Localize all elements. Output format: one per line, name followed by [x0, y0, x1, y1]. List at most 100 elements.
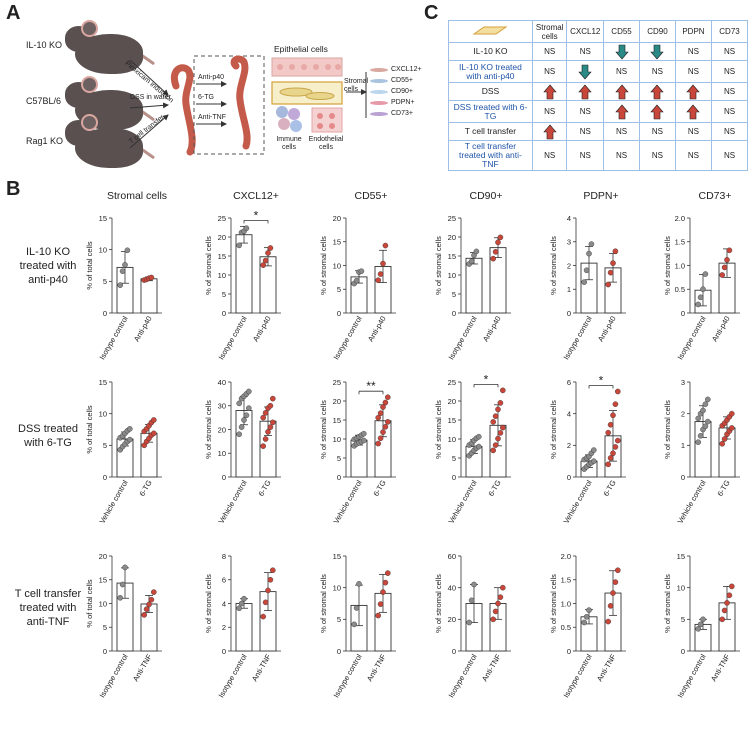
table-row-label: T cell transfer treated with anti-TNF: [448, 140, 533, 171]
y-tick-label: 0: [103, 473, 107, 482]
y-tick-label: 0: [567, 647, 571, 656]
data-point: [265, 587, 271, 594]
data-point: [586, 607, 592, 613]
data-point: [236, 605, 242, 612]
y-tick-label: 3: [567, 238, 571, 247]
y-tick-label: 15: [333, 552, 341, 561]
y-tick-label: 10: [333, 435, 341, 444]
y-tick-label: 15: [218, 252, 226, 261]
marker-cd90-label: CD90+: [391, 88, 413, 95]
marker-cd55-label: CD55+: [391, 77, 413, 84]
y-tick-label: 0.5: [561, 623, 571, 632]
arrow-label-dss: DSS in water: [130, 94, 171, 101]
data-point: [382, 424, 389, 430]
y-axis-label: % of stromal cells: [434, 236, 443, 295]
y-tick-label: 25: [448, 214, 456, 223]
y-tick-label: 5: [222, 290, 226, 299]
data-point: [238, 600, 245, 607]
data-point: [360, 437, 367, 444]
data-point: [375, 277, 382, 284]
y-axis-label: % of stromal cells: [319, 400, 328, 459]
y-tick-label: 6: [567, 378, 571, 387]
y-tick-label: 10: [99, 409, 107, 418]
data-point: [117, 282, 123, 288]
data-point: [468, 258, 475, 265]
y-tick-label: 2: [222, 623, 226, 632]
x-tick-label: Anti-p40: [481, 315, 503, 344]
y-axis-label: % of stromal cells: [663, 574, 672, 633]
data-point: [726, 592, 733, 599]
panel-letter-a: A: [6, 2, 21, 24]
y-tick-label: 5: [452, 454, 456, 463]
y-axis-label: % of stromal cells: [434, 574, 443, 633]
data-point: [375, 414, 382, 421]
y-tick-label: 6: [222, 576, 226, 585]
data-point: [382, 579, 389, 586]
x-tick-label: Isotype control: [332, 652, 364, 699]
x-tick-label: Anti-TNF: [250, 652, 273, 683]
data-point: [384, 570, 391, 576]
marker-pdpn-label: PDPN+: [391, 99, 415, 106]
y-tick-label: 5: [337, 454, 341, 463]
y-tick-label: 20: [333, 397, 341, 406]
data-point: [495, 600, 501, 607]
x-tick-label: 6-TG: [715, 478, 731, 497]
y-tick-label: 30: [218, 402, 226, 411]
data-point: [267, 245, 274, 251]
x-tick-label: Vehicle control: [447, 478, 479, 525]
data-point: [490, 616, 497, 623]
y-tick-label: 10: [333, 261, 341, 270]
data-point: [262, 436, 269, 442]
data-point: [497, 234, 504, 241]
data-point: [615, 437, 621, 444]
y-tick-label: 1: [567, 285, 571, 294]
data-point: [605, 618, 612, 625]
data-point: [612, 401, 619, 407]
y-tick-label: 25: [333, 378, 341, 387]
data-point: [466, 619, 473, 626]
y-tick-label: 15: [448, 252, 456, 261]
y-tick-label: 10: [218, 449, 226, 458]
data-point: [148, 596, 155, 603]
marker-cxcl12-label: CXCL12+: [391, 66, 422, 73]
data-point: [490, 255, 497, 262]
y-tick-label: 15: [99, 576, 107, 585]
data-point: [605, 429, 612, 436]
data-point: [475, 443, 482, 450]
data-point: [607, 603, 614, 609]
data-point: [719, 616, 726, 623]
data-point: [267, 424, 274, 430]
y-tick-label: 0: [222, 309, 226, 318]
panel-a-arrows: [129, 55, 367, 156]
y-tick-label: 1.5: [561, 576, 571, 585]
data-point: [695, 439, 702, 445]
column-title: CD55+: [354, 190, 388, 202]
data-point: [236, 400, 242, 407]
table-cell-ns: NS: [639, 140, 676, 171]
data-point: [702, 423, 709, 430]
data-point: [492, 442, 499, 448]
row-label-line: anti-TNF: [26, 616, 70, 628]
data-point: [377, 435, 384, 442]
y-tick-label: 5: [103, 441, 107, 450]
data-point: [581, 619, 588, 626]
y-tick-label: 5: [103, 277, 107, 286]
x-tick-label: Isotype control: [98, 652, 130, 699]
y-axis-label: % of stromal cells: [549, 236, 558, 295]
marker-list: CXCL12+ CD55+ CD90+ PDPN+ CD73+: [370, 64, 422, 119]
data-point: [697, 621, 704, 628]
data-point: [695, 415, 702, 422]
data-point: [490, 419, 497, 425]
data-point: [380, 404, 386, 410]
y-tick-label: 10: [448, 271, 456, 280]
data-point: [729, 583, 735, 590]
data-point: [729, 410, 735, 417]
data-point: [375, 440, 382, 447]
data-point: [265, 250, 271, 256]
y-tick-label: 0: [452, 647, 456, 656]
y-axis-label: % of stromal cells: [319, 574, 328, 633]
marker-cxcl12-icon: [370, 67, 388, 72]
